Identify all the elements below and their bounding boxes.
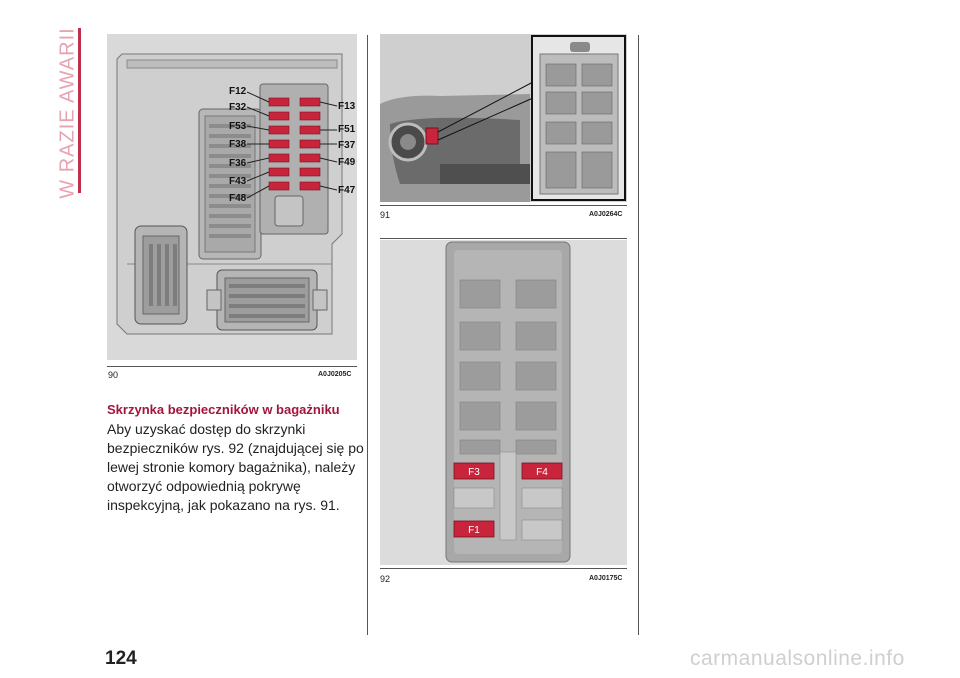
figure-92-code: A0J0175C [589,575,623,582]
fuse-label-f1: F1 [468,525,480,536]
article-body: Aby uzyskać dostęp do skrzynki bezpieczn… [107,421,364,513]
fuse-label-left: F43 [229,176,247,187]
figure-91-number: 91 [380,210,391,220]
fuse-label-f4: F4 [536,467,548,478]
watermark: carmanualsonline.info [690,647,905,670]
figure-91-image [380,34,627,202]
section-title: W RAZIE AWARII [56,27,79,199]
trunk-access-diagram [380,34,627,202]
fuse-box-diagram: F12 F32 F53 F38 F36 F43 F48 F13 F51 F37 … [107,34,357,360]
column-divider-left [367,35,368,635]
section-accent-bar [78,28,81,193]
article-heading: Skrzynka bezpieczników w bagażniku [107,402,340,417]
fuse-label-right: F47 [338,185,356,196]
figure-90-code: A0J0205C [318,371,352,378]
figure-91-rule [380,205,627,206]
fuse-label-left: F36 [229,158,247,169]
figure-92-number: 92 [380,574,391,584]
fuse-label-left: F38 [229,139,247,150]
fuse-label-right: F49 [338,157,356,168]
column-divider-right [638,35,639,635]
fuse-label-right: F51 [338,124,356,135]
fuse-label-left: F12 [229,86,247,97]
figure-91-code: A0J0264C [589,211,623,218]
figure-92-rule [380,568,627,569]
fuse-label-left: F48 [229,193,247,204]
fuse-label-left: F32 [229,102,247,113]
figure-90-rule [107,366,357,367]
fuse-label-f3: F3 [468,467,480,478]
fuse-label-right: F13 [338,101,356,112]
trunk-fuse-box: F3 F4 F1 [380,240,627,565]
fuse-label-right: F37 [338,140,356,151]
page-number: 124 [105,648,137,669]
figure-90-image: F12 F32 F53 F38 F36 F43 F48 F13 F51 F37 … [107,34,357,360]
figure-92-top-rule [380,238,627,239]
figure-92-image: F3 F4 F1 [380,240,627,565]
figure-90-number: 90 [108,370,119,380]
fuse-label-left: F53 [229,121,247,132]
